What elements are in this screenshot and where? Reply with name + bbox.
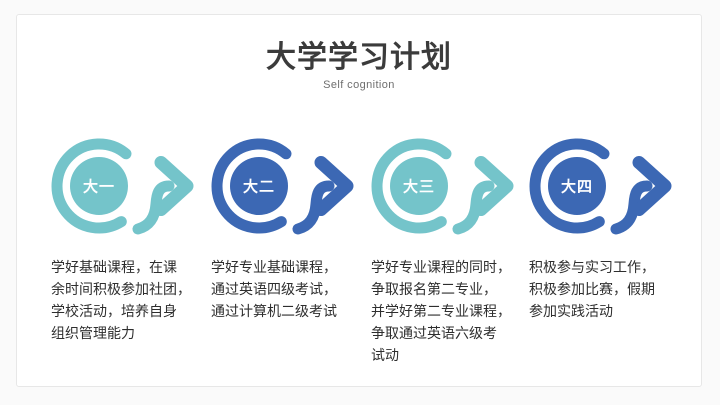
stage-ring	[211, 138, 292, 234]
stage-description: 学好基础课程，在课 余时间积极参加社团， 学校活动，培养自身 组织管理能力	[51, 256, 203, 344]
stage-ring	[371, 138, 452, 234]
stage-column-1: 大一 学好基础课程，在课 余时间积极参加社团， 学校活动，培养自身 组织管理能力	[49, 136, 203, 344]
description-line: 学好基础课程，在课	[51, 259, 177, 275]
circle-arrow-icon	[529, 138, 672, 235]
stage-circle	[230, 157, 288, 215]
stage-graphic-3: 大三	[371, 136, 523, 236]
stage-ring	[529, 138, 610, 234]
description-line: 争取报名第二专业，	[371, 281, 497, 297]
slide-title: 大学学习计划	[266, 41, 452, 74]
description-line: 积极参与实习工作，	[529, 259, 655, 275]
arrow-tail	[452, 180, 495, 235]
description-line: 争取通过英语六级考	[371, 325, 497, 341]
stage-graphic-1: 大一	[51, 136, 203, 236]
stage-column-3: 大三 学好专业课程的同时， 争取报名第二专业， 并学好第二专业课程， 争取通过英…	[369, 136, 523, 366]
stage-graphic-2: 大二	[211, 136, 363, 236]
stage-column-4: 大四 积极参与实习工作， 积极参加比赛，假期 参加实践活动	[527, 136, 681, 322]
description-line: 学校活动，培养自身	[51, 303, 177, 319]
arrow-right-icon	[632, 156, 672, 216]
stage-label: 大二	[242, 178, 276, 196]
title-block: 大学学习计划 Self cognition	[17, 15, 701, 92]
arrow-right-icon	[154, 156, 194, 216]
description-line: 通过计算机二级考试	[211, 303, 337, 319]
stage-circle	[548, 157, 606, 215]
stage-description: 积极参与实习工作， 积极参加比赛，假期 参加实践活动	[529, 256, 681, 322]
description-line: 试动	[371, 347, 399, 363]
description-line: 余时间积极参加社团，	[51, 281, 191, 297]
arrow-tail	[610, 180, 653, 235]
arrow-tail	[292, 180, 335, 235]
circle-arrow-icon	[211, 138, 354, 235]
stage-ring	[51, 138, 132, 234]
stage-label: 大一	[82, 178, 116, 196]
stage-graphic-4: 大四	[529, 136, 681, 236]
description-line: 通过英语四级考试，	[211, 281, 337, 297]
description-line: 组织管理能力	[51, 325, 135, 341]
stage-description: 学好专业课程的同时， 争取报名第二专业， 并学好第二专业课程， 争取通过英语六级…	[371, 256, 523, 366]
description-line: 并学好第二专业课程，	[371, 303, 511, 319]
stage-label: 大四	[560, 178, 594, 196]
stage-circle	[70, 157, 128, 215]
description-line: 积极参加比赛，假期	[529, 281, 655, 297]
description-line: 学好专业课程的同时，	[371, 259, 511, 275]
circle-arrow-icon	[371, 138, 514, 235]
circle-arrow-icon	[51, 138, 194, 235]
slide: 大学学习计划 Self cognition 大一 学好基础课程，在课 余时间积极…	[16, 14, 702, 387]
description-line: 学好专业基础课程，	[211, 259, 337, 275]
description-line: 参加实践活动	[529, 303, 613, 319]
stage-circle	[390, 157, 448, 215]
stage-column-2: 大二 学好专业基础课程， 通过英语四级考试， 通过计算机二级考试	[209, 136, 363, 322]
arrow-tail	[132, 180, 175, 235]
slide-subtitle: Self cognition	[323, 79, 395, 91]
arrow-right-icon	[474, 156, 514, 216]
stage-description: 学好专业基础课程， 通过英语四级考试， 通过计算机二级考试	[211, 256, 363, 322]
arrow-right-icon	[314, 156, 354, 216]
stage-label: 大三	[402, 178, 436, 196]
